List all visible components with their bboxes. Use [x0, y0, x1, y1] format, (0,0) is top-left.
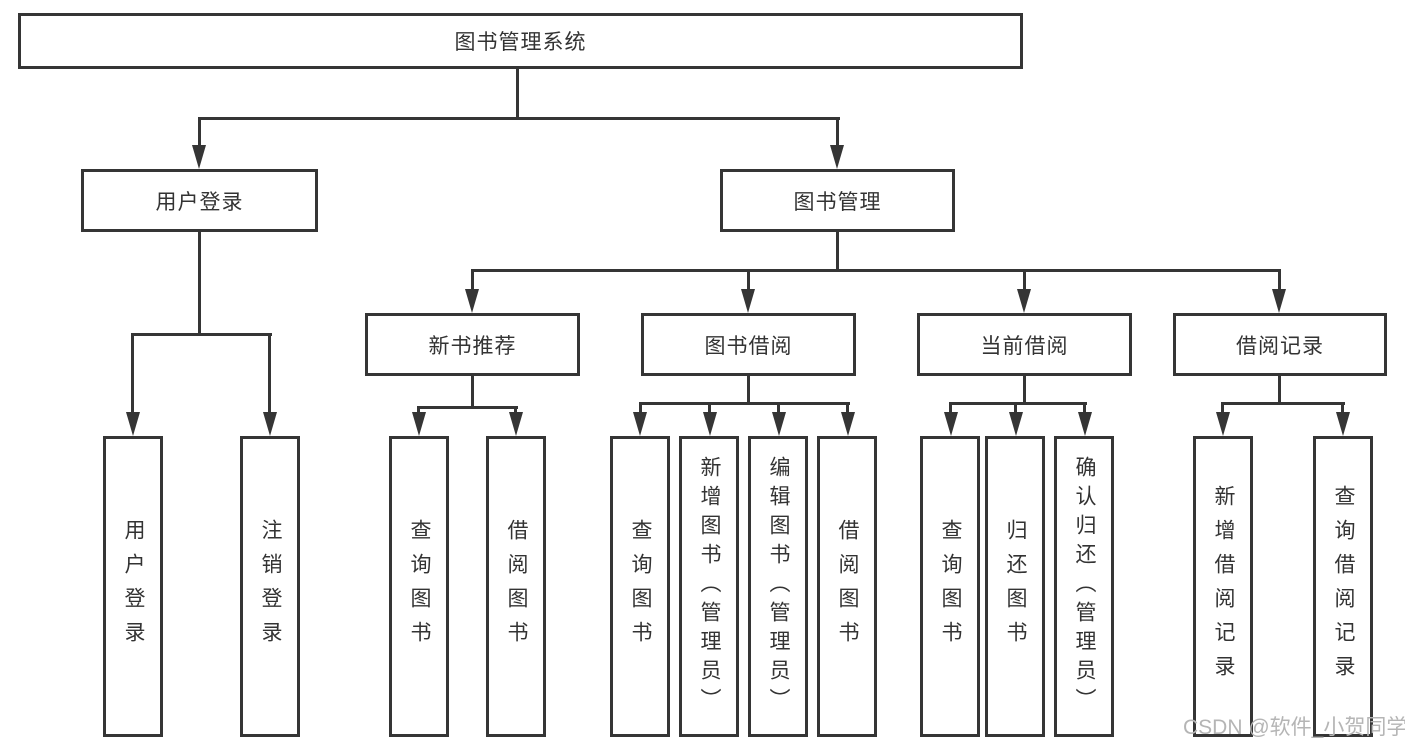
node-book-borrow: 图书借阅 [641, 313, 856, 376]
leaf-query-book-borrow: 查询图书 [610, 436, 670, 737]
connector-root-vline [516, 69, 519, 120]
connector-drop-line [268, 333, 271, 413]
node-book-management: 图书管理 [720, 169, 955, 232]
arrow-down-icon [741, 289, 755, 313]
connector-drop-line [949, 402, 952, 414]
node-new-book-recommend: 新书推荐 [365, 313, 580, 376]
connector-root-hline [198, 117, 840, 120]
connector-drop-line [1023, 269, 1026, 293]
connector-drop-line [417, 406, 420, 416]
arrow-down-icon [944, 412, 958, 436]
connector-records-hline [1222, 402, 1345, 405]
connector-bookmgmt-vline [836, 232, 839, 272]
connector-drop-line [639, 402, 642, 414]
leaf-user-login: 用户登录 [103, 436, 163, 737]
connector-drop-line [1341, 402, 1344, 414]
leaf-return-book: 归还图书 [985, 436, 1045, 737]
leaf-add-borrow-record: 新增借阅记录 [1193, 436, 1253, 737]
node-root: 图书管理系统 [18, 13, 1023, 69]
csdn-watermark: CSDN @软件_小贺同学 [1183, 716, 1405, 739]
leaf-logout: 注销登录 [240, 436, 300, 737]
leaf-add-book-admin: 新增图书（管理员） [679, 436, 739, 737]
arrow-down-icon [1336, 412, 1350, 436]
arrow-down-icon [841, 412, 855, 436]
connector-drop-line [198, 117, 201, 147]
connector-userlogin-hline [131, 333, 272, 336]
connector-bookborrow-vline [747, 376, 750, 405]
arrow-down-icon [126, 412, 140, 436]
arrow-down-icon [1272, 289, 1286, 313]
connector-drop-line [514, 406, 517, 416]
connector-drop-line [1014, 402, 1017, 414]
connector-drop-line [836, 117, 839, 147]
arrow-down-icon [1216, 412, 1230, 436]
leaf-borrow-book-recommend: 借阅图书 [486, 436, 546, 737]
connector-drop-line [471, 269, 474, 293]
arrow-down-icon [509, 412, 523, 436]
connector-drop-line [708, 402, 711, 414]
node-borrow-records: 借阅记录 [1173, 313, 1387, 376]
connector-records-vline [1278, 376, 1281, 405]
arrow-down-icon [703, 412, 717, 436]
connector-drop-line [846, 402, 849, 414]
arrow-down-icon [192, 145, 206, 169]
leaf-query-book-recommend: 查询图书 [389, 436, 449, 737]
connector-currentborrow-hline [950, 402, 1087, 405]
connector-drop-line [1278, 269, 1281, 293]
connector-bookborrow-hline [639, 402, 850, 405]
connector-userlogin-vline [198, 232, 201, 336]
connector-drop-line [1221, 402, 1224, 414]
leaf-query-book-current: 查询图书 [920, 436, 980, 737]
connector-currentborrow-vline [1023, 376, 1026, 405]
node-user-login: 用户登录 [81, 169, 318, 232]
node-current-borrow: 当前借阅 [917, 313, 1132, 376]
leaf-query-borrow-record: 查询借阅记录 [1313, 436, 1373, 737]
arrow-down-icon [263, 412, 277, 436]
connector-bookmgmt-hline [471, 269, 1281, 272]
connector-drop-line [131, 333, 134, 413]
leaf-edit-book-admin: 编辑图书（管理员） [748, 436, 808, 737]
arrow-down-icon [1009, 412, 1023, 436]
arrow-down-icon [465, 289, 479, 313]
leaf-borrow-book: 借阅图书 [817, 436, 877, 737]
connector-drop-line [747, 269, 750, 293]
arrow-down-icon [412, 412, 426, 436]
arrow-down-icon [1017, 289, 1031, 313]
arrow-down-icon [633, 412, 647, 436]
connector-recommend-hline [417, 406, 518, 409]
connector-recommend-vline [471, 376, 474, 409]
arrow-down-icon [772, 412, 786, 436]
arrow-down-icon [1078, 412, 1092, 436]
connector-drop-line [777, 402, 780, 414]
connector-drop-line [1083, 402, 1086, 414]
leaf-confirm-return-admin: 确认归还（管理员） [1054, 436, 1114, 737]
arrow-down-icon [830, 145, 844, 169]
